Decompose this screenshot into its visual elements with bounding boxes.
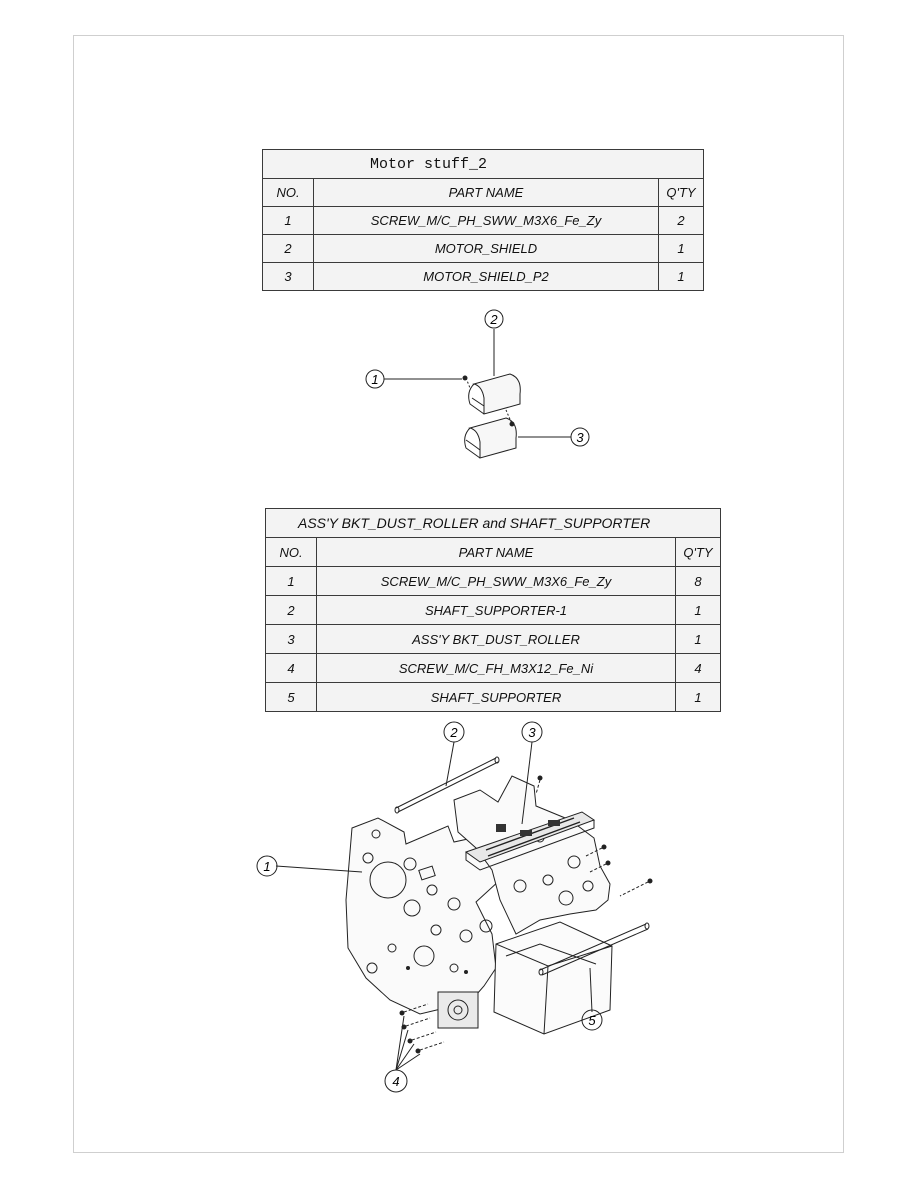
- bkt-dust-roller: [464, 811, 596, 871]
- screw-parts: [403, 779, 649, 1051]
- motor-block: [437, 991, 479, 1029]
- callout-circle: [384, 1069, 408, 1093]
- row-qty: 1: [658, 234, 704, 263]
- row-part-name: ASS'Y BKT_DUST_ROLLER: [316, 624, 676, 654]
- dust-roller-parts-table: ASS'Y BKT_DUST_ROLLER and SHAFT_SUPPORTE…: [265, 508, 721, 712]
- page-frame: [73, 35, 844, 1153]
- row-no: 2: [265, 595, 317, 625]
- row-part-name: MOTOR_SHIELD_P2: [313, 262, 659, 291]
- callout-label-4: 4: [392, 1074, 399, 1089]
- callout-circle: [256, 855, 278, 877]
- header-part-name: PART NAME: [316, 537, 676, 567]
- callout-circle: [443, 721, 465, 743]
- plate-holes: [362, 829, 594, 974]
- callout-label-1: 1: [371, 372, 378, 387]
- table-row: 2 SHAFT_SUPPORTER-1 1: [265, 595, 721, 625]
- screw-part: [509, 421, 515, 427]
- callout-label-1: 1: [263, 859, 270, 874]
- table-row: 2 MOTOR_SHIELD 1: [262, 234, 704, 263]
- table-title: ASS'Y BKT_DUST_ROLLER and SHAFT_SUPPORTE…: [265, 508, 721, 538]
- row-part-name: SCREW_M/C_PH_SWW_M3X6_Fe_Zy: [313, 206, 659, 235]
- callout-circle: [570, 427, 590, 447]
- row-no: 3: [262, 262, 314, 291]
- callout-label-5: 5: [588, 1013, 596, 1028]
- callout-circle: [521, 721, 543, 743]
- table-header-row: NO. PART NAME Q'TY: [265, 537, 721, 567]
- left-side-plate: [345, 817, 507, 1015]
- header-part-name: PART NAME: [313, 178, 659, 207]
- row-no: 2: [262, 234, 314, 263]
- table-row: 1 SCREW_M/C_PH_SWW_M3X6_Fe_Zy 8: [265, 566, 721, 596]
- callout-circle: [484, 309, 504, 329]
- row-part-name: MOTOR_SHIELD: [313, 234, 659, 263]
- motor-shield-p2-part: [464, 417, 517, 459]
- table-row: 5 SHAFT_SUPPORTER 1: [265, 682, 721, 712]
- shaft-supporter: [538, 922, 650, 976]
- row-qty: 1: [675, 682, 721, 712]
- table-row: 4 SCREW_M/C_FH_M3X12_Fe_Ni 4: [265, 653, 721, 683]
- callout-circle: [581, 1009, 603, 1031]
- row-qty: 1: [658, 262, 704, 291]
- row-qty: 8: [675, 566, 721, 596]
- callout-label-2: 2: [489, 312, 498, 327]
- screw-part: [462, 375, 468, 381]
- motor-shield-part: [468, 373, 521, 415]
- callout-label-2: 2: [449, 725, 458, 740]
- row-part-name: SHAFT_SUPPORTER-1: [316, 595, 676, 625]
- shaft-supporter-1: [394, 756, 500, 814]
- motor-stuff-parts-table: Motor stuff_2 NO. PART NAME Q'TY 1 SCREW…: [262, 149, 704, 291]
- callout-circle: [365, 369, 385, 389]
- table-title-row: ASS'Y BKT_DUST_ROLLER and SHAFT_SUPPORTE…: [265, 508, 721, 538]
- table-row: 1 SCREW_M/C_PH_SWW_M3X6_Fe_Zy 2: [262, 206, 704, 235]
- callout-label-3: 3: [576, 430, 584, 445]
- callout-label-3: 3: [528, 725, 536, 740]
- row-qty: 4: [675, 653, 721, 683]
- row-part-name: SCREW_M/C_PH_SWW_M3X6_Fe_Zy: [316, 566, 676, 596]
- right-side-plate: [453, 775, 611, 935]
- row-part-name: SHAFT_SUPPORTER: [316, 682, 676, 712]
- row-qty: 2: [658, 206, 704, 235]
- table-row: 3 MOTOR_SHIELD_P2 1: [262, 262, 704, 291]
- row-qty: 1: [675, 595, 721, 625]
